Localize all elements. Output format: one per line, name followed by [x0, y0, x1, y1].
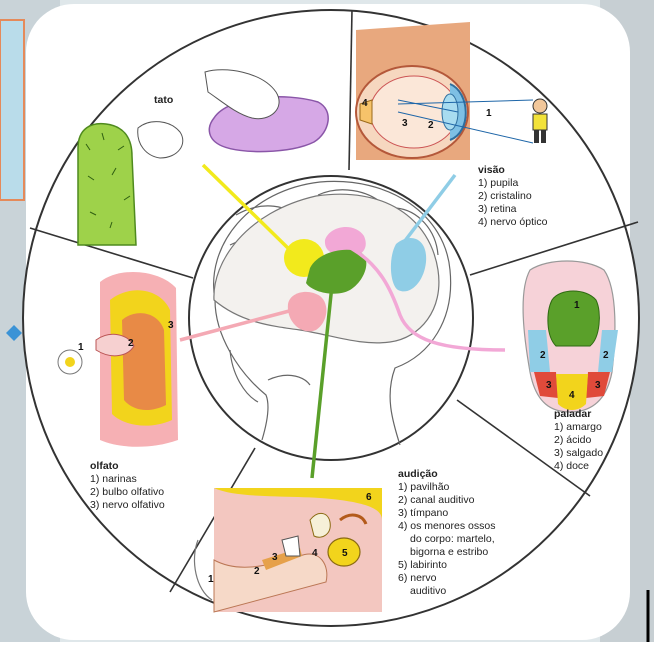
- visao-item: 4) nervo óptico: [478, 216, 547, 229]
- olfato-item: 3) nervo olfativo: [90, 499, 165, 512]
- label-tato: tato: [154, 94, 173, 107]
- audicao-title: audição: [398, 468, 495, 481]
- audicao-item: do corpo: martelo,: [398, 533, 495, 546]
- tongue-num-3-left: 3: [546, 380, 552, 391]
- background-left-card: [0, 20, 24, 200]
- ear-num-4: 4: [312, 548, 318, 559]
- audicao-item: 3) tímpano: [398, 507, 495, 520]
- ear-num-5: 5: [342, 548, 348, 559]
- paladar-item: 4) doce: [554, 460, 603, 473]
- ear-num-3: 3: [272, 552, 278, 563]
- paladar-item: 2) ácido: [554, 434, 603, 447]
- paladar-title: paladar: [554, 408, 603, 421]
- eye-num-4: 4: [362, 98, 368, 109]
- ear-num-1: 1: [208, 574, 214, 585]
- audicao-item: bigorna e estribo: [398, 546, 495, 559]
- label-visao: visão 1) pupila 2) cristalino 3) retina …: [478, 164, 547, 229]
- audicao-illustration: 1 2 3 4 5 6: [194, 488, 382, 612]
- nose-num-2: 2: [128, 338, 134, 349]
- paladar-item: 3) salgado: [554, 447, 603, 460]
- audicao-item: auditivo: [398, 585, 495, 598]
- ear-num-6: 6: [366, 492, 372, 503]
- olfato-title: olfato: [90, 460, 165, 473]
- nose-num-1: 1: [78, 342, 84, 353]
- tongue-num-4: 4: [569, 390, 575, 401]
- tongue-num-1: 1: [574, 300, 580, 311]
- audicao-item: 1) pavilhão: [398, 481, 495, 494]
- visao-item: 2) cristalino: [478, 190, 547, 203]
- label-olfato: olfato 1) narinas 2) bulbo olfativo 3) n…: [90, 460, 165, 512]
- audicao-item: 4) os menores ossos: [398, 520, 495, 533]
- eye-num-2: 2: [428, 120, 434, 131]
- label-audicao: audição 1) pavilhão 2) canal auditivo 3)…: [398, 468, 495, 598]
- audicao-item: 2) canal auditivo: [398, 494, 495, 507]
- label-paladar: paladar 1) amargo 2) ácido 3) salgado 4)…: [554, 408, 603, 473]
- tongue-num-2-right: 2: [603, 350, 609, 361]
- flower-icon: [58, 350, 82, 374]
- audicao-item: 6) nervo: [398, 572, 495, 585]
- eye-num-3: 3: [402, 118, 408, 129]
- tato-title: tato: [154, 94, 173, 107]
- tongue-num-2-left: 2: [540, 350, 546, 361]
- olfato-item: 1) narinas: [90, 473, 165, 486]
- nose-num-3: 3: [168, 320, 174, 331]
- visao-title: visão: [478, 164, 547, 177]
- visao-item: 3) retina: [478, 203, 547, 216]
- paladar-illustration: 1 2 2 3 3 4: [523, 261, 618, 412]
- paladar-item: 1) amargo: [554, 421, 603, 434]
- ear-num-2: 2: [254, 566, 260, 577]
- visao-item: 1) pupila: [478, 177, 547, 190]
- tongue-num-3-right: 3: [595, 380, 601, 391]
- audicao-item: 5) labirinto: [398, 559, 495, 572]
- eye-num-1: 1: [486, 108, 492, 119]
- olfato-item: 2) bulbo olfativo: [90, 486, 165, 499]
